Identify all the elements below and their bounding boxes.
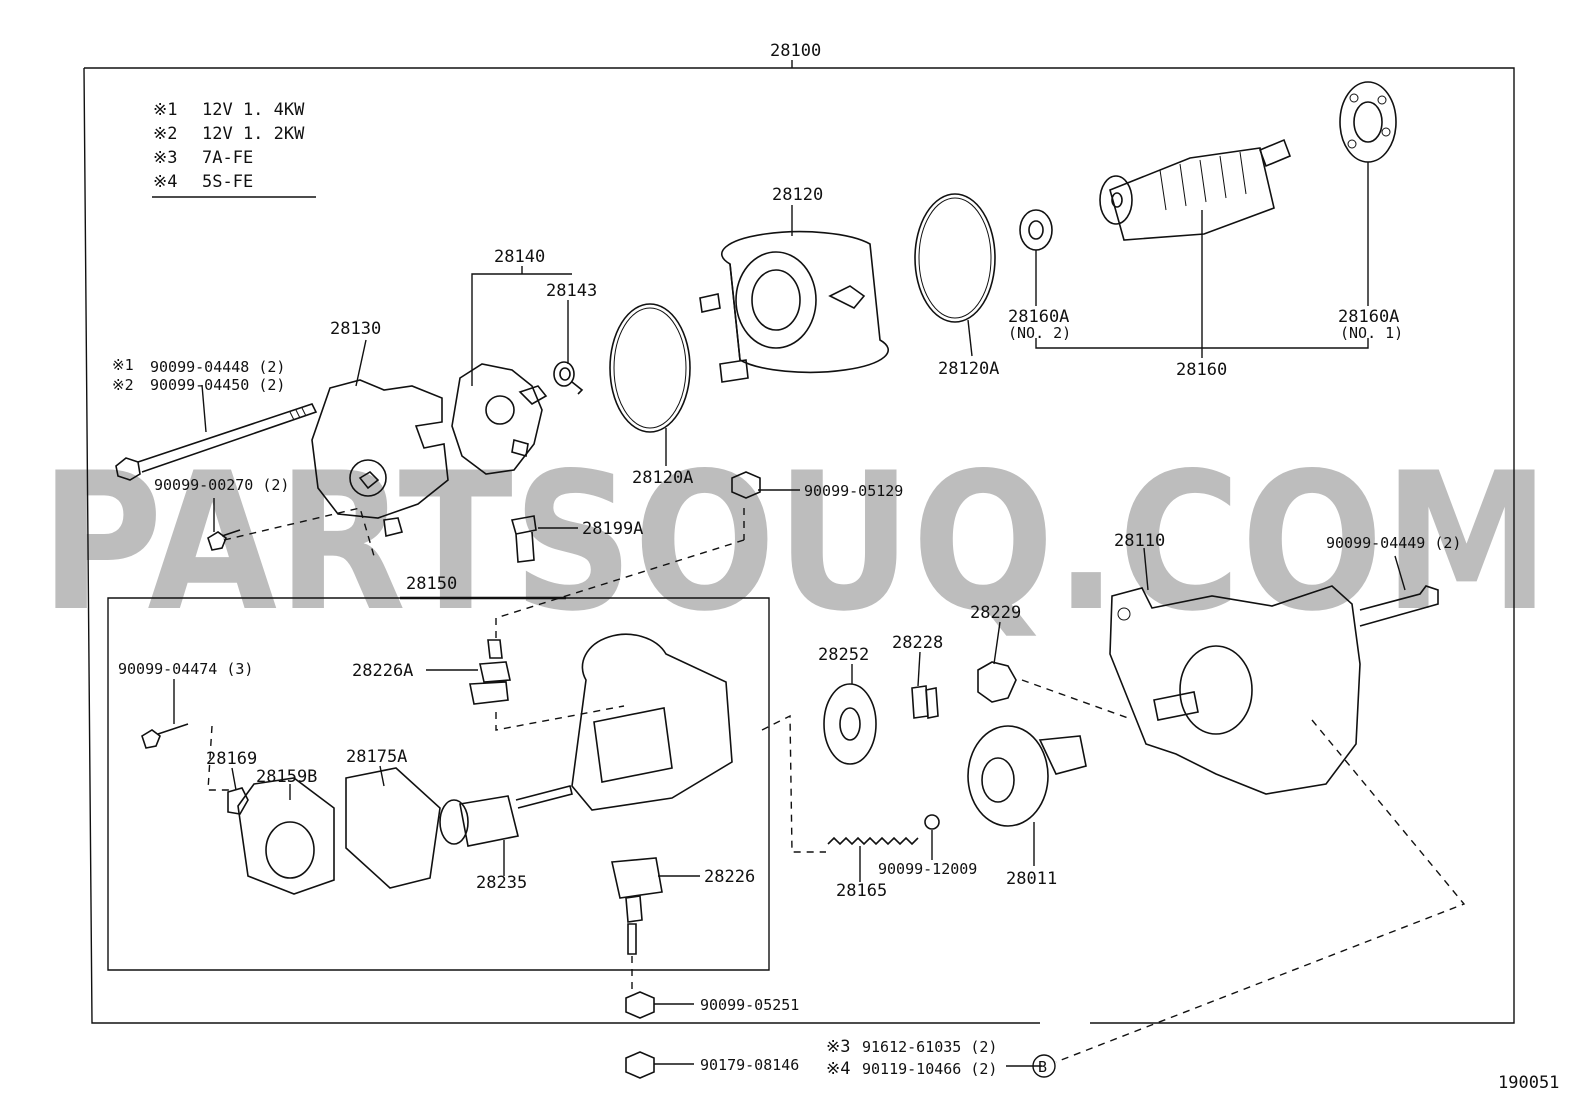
- bearing-no2-drawing: [1019, 209, 1053, 251]
- label-bolt-61035: 91612-61035 (2): [862, 1038, 997, 1056]
- diagram-code: 190051: [1498, 1073, 1559, 1093]
- label-28226: 28226: [704, 867, 755, 887]
- yoke-drawing: [699, 230, 890, 383]
- label-nut-08146: 90179-08146: [700, 1056, 799, 1074]
- label-screw-04474: 90099-04474 (3): [118, 660, 253, 678]
- label-28143: 28143: [546, 281, 597, 301]
- bolt-28199A-drawing: [510, 515, 537, 563]
- label-28229: 28229: [970, 603, 1021, 623]
- drive-housing-drawing: [1109, 585, 1361, 795]
- label-mark-1: ※1: [112, 356, 134, 374]
- label-28226A: 28226A: [352, 661, 413, 681]
- nut-05251-drawing: [625, 991, 655, 1019]
- through-bolt-drawing: [115, 403, 318, 481]
- legend-mark-3: ※3: [153, 148, 177, 168]
- label-28120: 28120: [772, 185, 823, 205]
- label-bolt-04448: 90099-04448 (2): [150, 358, 285, 376]
- end-cover-drawing: [311, 379, 449, 537]
- switch-assembly-frame: [107, 597, 770, 971]
- bearing-no1-drawing: [1339, 81, 1397, 163]
- brush-holder-drawing: [451, 363, 548, 475]
- o-ring-left-drawing: [609, 303, 691, 433]
- assembly-title: 28100: [770, 41, 821, 61]
- ball-12009-drawing: [924, 814, 940, 830]
- starter-clutch-drawing: [967, 725, 1087, 827]
- label-bolt-04449: 90099-04449 (2): [1326, 534, 1461, 552]
- label-mark-3: ※3: [826, 1037, 850, 1057]
- label-28011: 28011: [1006, 869, 1057, 889]
- switch-housing-drawing: [571, 633, 733, 811]
- armature-drawing: [1099, 138, 1292, 241]
- label-bolt-04450: 90099-04450 (2): [150, 376, 285, 394]
- spring-28165-drawing: [827, 836, 919, 846]
- label-nut-05251: 90099-05251: [700, 996, 799, 1014]
- label-bolt-10466: 90119-10466 (2): [862, 1060, 997, 1078]
- label-28165: 28165: [836, 881, 887, 901]
- label-28228: 28228: [892, 633, 943, 653]
- label-28150: 28150: [406, 574, 457, 594]
- legend-text-1: 12V 1. 4KW: [202, 100, 305, 120]
- label-nut-05129: 90099-05129: [804, 482, 903, 500]
- legend-mark-2: ※2: [153, 124, 177, 144]
- plate-28169-drawing: [227, 787, 249, 815]
- label-28175A: 28175A: [346, 747, 407, 767]
- assembly-frame: [84, 67, 1515, 1024]
- legend: ※1 12V 1. 4KW ※2 12V 1. 2KW ※3 7A-FE ※4 …: [152, 100, 316, 198]
- label-28130: 28130: [330, 319, 381, 339]
- label-28110: 28110: [1114, 531, 1165, 551]
- plunger-28235-drawing: [439, 785, 573, 847]
- gasket-28175A-drawing: [345, 767, 441, 889]
- legend-text-3: 7A-FE: [202, 148, 253, 168]
- brush-spring-drawing: [553, 361, 584, 395]
- retainer-28228-drawing: [911, 685, 939, 719]
- clutch-28229-drawing: [977, 661, 1017, 703]
- nut-05129-drawing: [731, 471, 761, 499]
- screw-270-drawing: [207, 529, 241, 551]
- label-28120A-left: 28120A: [632, 468, 693, 488]
- cover-28159B-drawing: [237, 777, 335, 895]
- ref-b-text: B: [1038, 1058, 1047, 1076]
- label-28199A: 28199A: [582, 519, 643, 539]
- ref-b-circle: [1032, 1054, 1056, 1078]
- label-28160A-no2: 28160A: [1008, 307, 1069, 327]
- bolt-04449-drawing: [1359, 585, 1439, 627]
- o-ring-right-drawing: [914, 193, 996, 323]
- label-28159B: 28159B: [256, 767, 317, 787]
- leader-lines: [173, 162, 1466, 1067]
- idler-gear-drawing: [823, 683, 877, 765]
- label-mark-2: ※2: [112, 376, 134, 394]
- terminal-28226A-drawing: [469, 639, 511, 705]
- nut-08146-drawing: [625, 1051, 655, 1079]
- label-28160A-no1: 28160A: [1338, 307, 1399, 327]
- label-28140: 28140: [494, 247, 545, 267]
- label-no1: (NO. 1): [1340, 324, 1403, 342]
- label-28235: 28235: [476, 873, 527, 893]
- label-28120A-right: 28120A: [938, 359, 999, 379]
- screw-04474-drawing: [141, 723, 189, 749]
- legend-mark-4: ※4: [153, 172, 177, 192]
- label-no2: (NO. 2): [1008, 324, 1071, 342]
- label-28160: 28160: [1176, 360, 1227, 380]
- legend-mark-1: ※1: [153, 100, 177, 120]
- label-ball-12009: 90099-12009: [878, 860, 977, 878]
- label-screw-00270: 90099-00270 (2): [154, 476, 289, 494]
- watermark-text: PARTSOUQ.COM: [40, 432, 1550, 653]
- label-28252: 28252: [818, 645, 869, 665]
- legend-text-2: 12V 1. 2KW: [202, 124, 305, 144]
- label-28169: 28169: [206, 749, 257, 769]
- legend-text-4: 5S-FE: [202, 172, 253, 192]
- label-mark-4: ※4: [826, 1059, 850, 1079]
- terminal-28226-drawing: [611, 857, 663, 955]
